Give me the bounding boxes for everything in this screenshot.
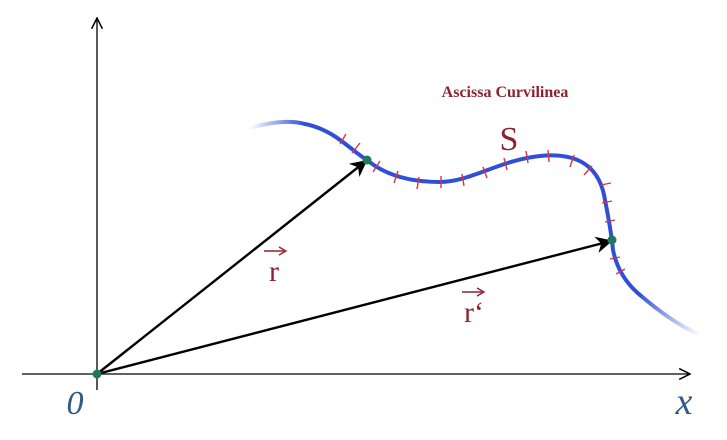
- vector-r-prime-overarrow-head: [476, 287, 486, 297]
- curve-tick: [461, 173, 465, 187]
- vector-r-prime-label: r‘: [464, 296, 484, 329]
- point-p: [362, 155, 372, 165]
- curve-tick: [372, 160, 381, 173]
- curve-tick: [600, 182, 612, 186]
- curve-tick: [482, 166, 488, 179]
- curve-tick: [503, 157, 508, 171]
- x-axis-label: x: [675, 381, 693, 423]
- curve-left-fade: [248, 119, 307, 130]
- vector-r-label-group: r: [264, 246, 288, 288]
- curve-ticks: [339, 133, 626, 275]
- curve-label: S: [500, 121, 519, 158]
- curve-right-fade: [638, 293, 702, 337]
- vector-r-arrow: [96, 159, 368, 375]
- vector-r-prime-label-group: r‘: [462, 287, 486, 329]
- curve-tick: [547, 149, 550, 163]
- vector-r-prime-arrow: [96, 236, 613, 376]
- curve-tick: [583, 165, 593, 176]
- curve-tick: [609, 256, 621, 260]
- curve-tick: [416, 176, 420, 190]
- curve-tick: [351, 142, 361, 154]
- origin-label: 0: [67, 385, 84, 422]
- point-p-prime: [607, 235, 617, 245]
- curve-tick: [615, 268, 626, 275]
- curve-tick: [525, 150, 529, 164]
- vector-r-overarrow-head: [278, 246, 288, 256]
- diagram-title: Ascissa Curvilinea: [442, 84, 569, 101]
- origin-point: [92, 369, 102, 379]
- curve-tick: [604, 219, 616, 223]
- curve-tick: [393, 170, 399, 184]
- vector-r-label: r: [269, 255, 279, 288]
- curve-tick: [339, 133, 347, 145]
- curve-tick: [569, 154, 575, 168]
- curve-tick: [601, 200, 613, 204]
